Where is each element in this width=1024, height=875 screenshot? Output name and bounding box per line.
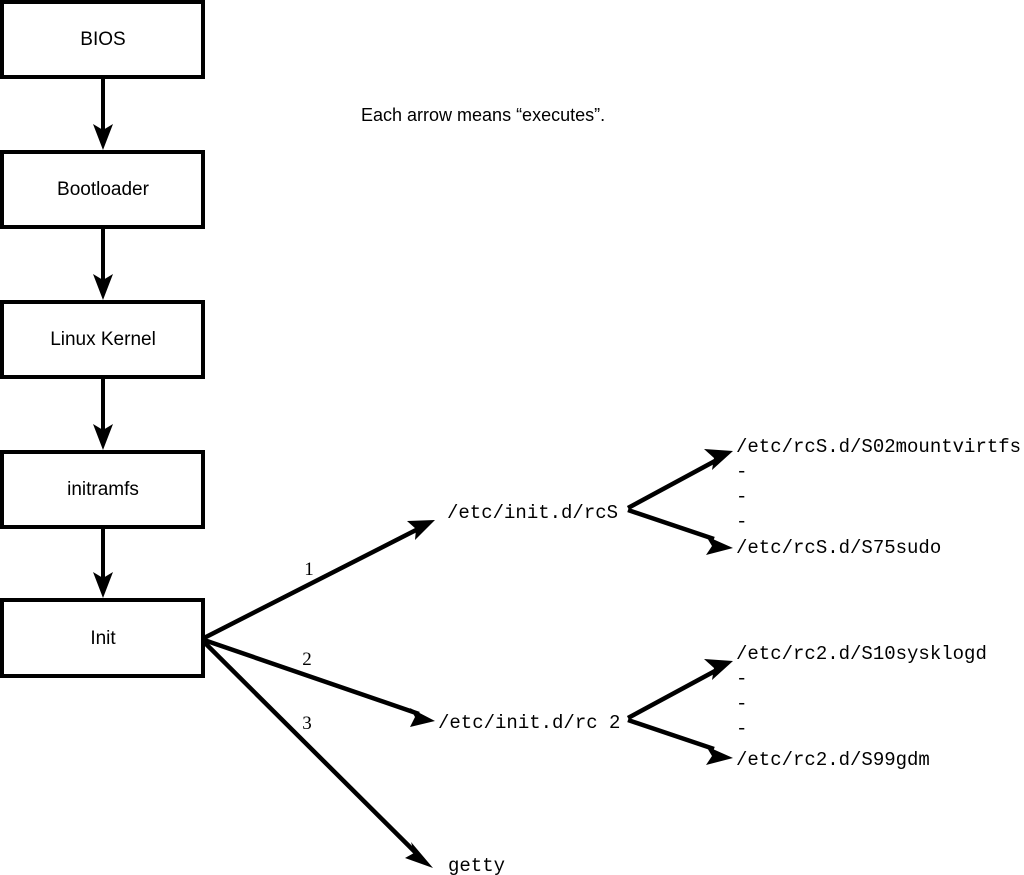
node-bootloader[interactable]: Bootloader xyxy=(0,150,205,229)
rcs-script-first[interactable]: /etc/rcS.d/S02mountvirtfs xyxy=(736,436,1021,458)
rc2-script-first[interactable]: /etc/rc2.d/S10sysklogd xyxy=(736,643,987,665)
arrow-bios-to-bootloader xyxy=(93,77,113,150)
arrow-rc2-to-first-script xyxy=(626,659,733,720)
arrow-rc2-to-last-script xyxy=(627,717,733,765)
node-initramfs-box xyxy=(0,450,205,529)
node-bios-label: BIOS xyxy=(80,29,125,50)
node-init-box xyxy=(0,598,205,678)
node-initramfs-label: initramfs xyxy=(67,479,139,500)
arrow-head-icon xyxy=(410,708,435,727)
rc2-script-last[interactable]: /etc/rc2.d/S99gdm xyxy=(736,749,930,771)
target-label-getty[interactable]: getty xyxy=(448,855,505,875)
arrow-head-icon xyxy=(93,274,113,300)
node-linux-kernel[interactable]: Linux Kernel xyxy=(0,300,205,379)
arrow-head-icon xyxy=(706,746,733,765)
edge-label-3: 3 xyxy=(302,713,312,734)
rc2-ellipsis-dash-3: - xyxy=(736,718,747,740)
arrow-init-to-rcs xyxy=(202,520,435,641)
arrow-init-to-rc2 xyxy=(203,637,435,727)
arrow-head-icon xyxy=(706,536,733,555)
arrow-head-icon xyxy=(405,842,433,868)
rcs-script-last[interactable]: /etc/rcS.d/S75sudo xyxy=(736,537,941,559)
rcs-ellipsis-dash-2: - xyxy=(736,486,747,508)
edge-label-2: 2 xyxy=(302,649,312,670)
node-init[interactable]: Init xyxy=(0,598,205,678)
node-initramfs[interactable]: initramfs xyxy=(0,450,205,529)
diagram-caption: Each arrow means “executes”. xyxy=(361,105,605,125)
edge-label-1: 1 xyxy=(304,559,314,580)
arrow-head-icon xyxy=(93,424,113,450)
node-bootloader-label: Bootloader xyxy=(57,179,150,200)
rc2-ellipsis-dash-1: - xyxy=(736,668,747,690)
arrow-head-icon xyxy=(407,520,435,540)
rcs-ellipsis-dash-1: - xyxy=(736,461,747,483)
node-bios-box xyxy=(0,0,205,79)
node-bios[interactable]: BIOS xyxy=(0,0,205,79)
arrow-bootloader-to-kernel xyxy=(93,227,113,300)
arrow-head-icon xyxy=(93,124,113,150)
arrow-head-icon xyxy=(93,572,113,598)
target-label-rc2[interactable]: /etc/init.d/rc 2 xyxy=(438,712,620,734)
arrow-rcs-to-last-script xyxy=(627,507,733,555)
arrow-kernel-to-initramfs xyxy=(93,377,113,450)
arrow-head-icon xyxy=(704,449,733,470)
arrow-initramfs-to-init xyxy=(93,527,113,598)
arrow-rcs-to-first-script xyxy=(626,449,733,510)
rcs-ellipsis-dash-3: - xyxy=(736,511,747,533)
arrow-head-icon xyxy=(704,659,733,680)
node-linux-kernel-label: Linux Kernel xyxy=(50,329,156,350)
rc2-ellipsis-dash-2: - xyxy=(736,693,747,715)
arrow-init-to-getty xyxy=(202,640,433,868)
node-init-label: Init xyxy=(90,628,116,649)
target-label-rcs[interactable]: /etc/init.d/rcS xyxy=(447,502,618,524)
